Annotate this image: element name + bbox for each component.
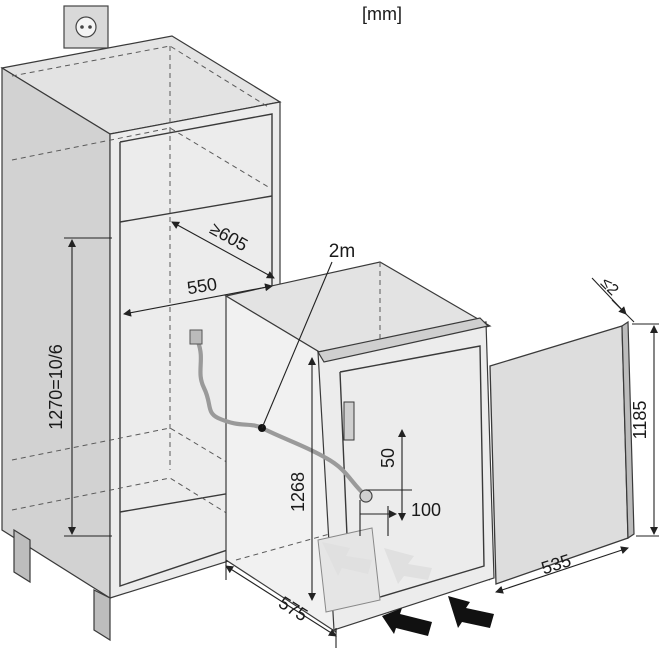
dimension-socket-offset: 100 bbox=[359, 500, 441, 536]
label-cable-length: 2m bbox=[329, 241, 355, 262]
power-cable bbox=[189, 329, 373, 503]
label-niche-height: 1270=10/6 bbox=[46, 344, 66, 430]
dimension-appliance-height: 1268 bbox=[288, 357, 316, 601]
dimension-door-gap: ≤2 bbox=[591, 275, 635, 323]
label-door-gap: ≤2 bbox=[597, 275, 622, 300]
cable-length-leader bbox=[261, 261, 333, 429]
furniture-door-panel bbox=[489, 320, 635, 585]
label-socket-height: 50 bbox=[378, 448, 398, 468]
power-socket-icon bbox=[63, 5, 109, 49]
dimension-niche-height: 1270=10/6 bbox=[46, 237, 112, 537]
label-door-height: 1185 bbox=[630, 401, 650, 440]
dimension-socket-height: 50 bbox=[366, 429, 412, 521]
airflow-arrow-icon bbox=[322, 542, 494, 636]
unit-label: [mm] bbox=[362, 4, 402, 24]
dimension-niche-width: 550 bbox=[123, 274, 273, 317]
appliance-body bbox=[224, 261, 495, 634]
label-socket-offset: 100 bbox=[411, 500, 441, 520]
label-niche-width: 550 bbox=[186, 274, 219, 298]
dimension-door-height: 1185 bbox=[630, 323, 659, 537]
label-appliance-height: 1268 bbox=[288, 472, 308, 512]
